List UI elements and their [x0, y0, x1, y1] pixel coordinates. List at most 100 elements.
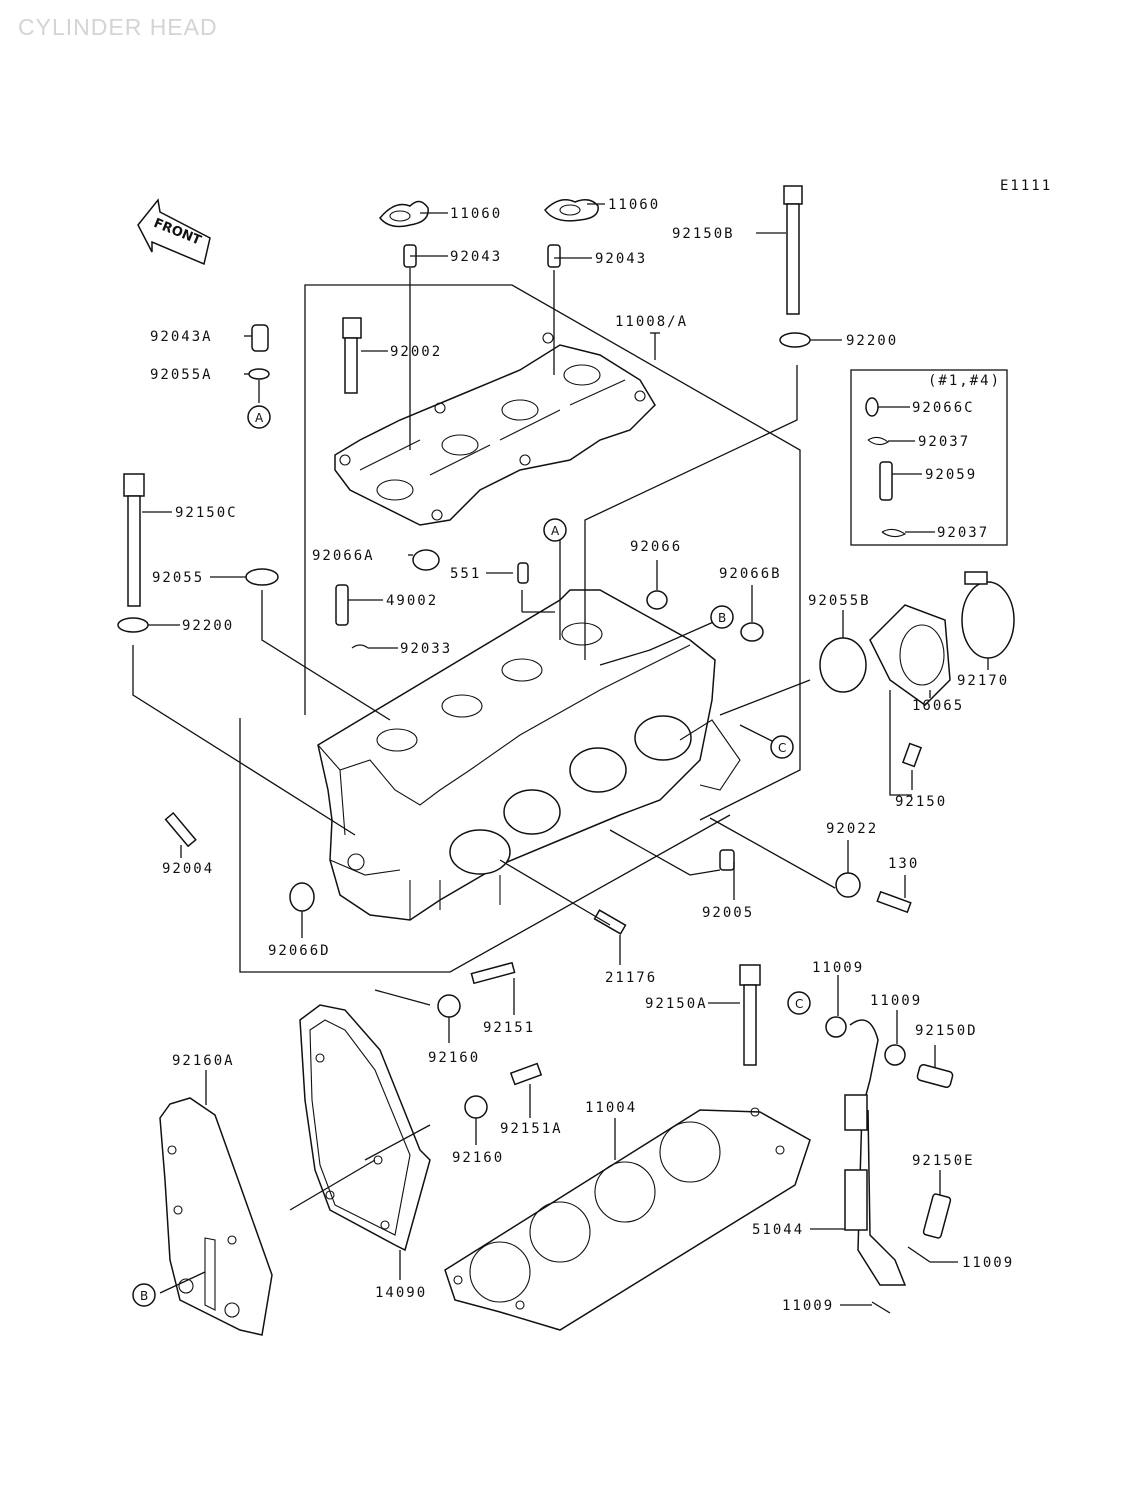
ref-marker-c-2-text: C: [795, 997, 803, 1011]
part-label-92033: 92033: [400, 641, 452, 657]
bolt-92150A: [739, 964, 761, 1066]
part-label-92160-a: 92160: [428, 1050, 480, 1066]
bolt-92151: [470, 961, 516, 985]
ref-marker-a-2: A: [543, 518, 567, 542]
part-label-11009-b: 11009: [870, 993, 922, 1009]
leader-lines: [132, 203, 989, 1306]
part-label-92150: 92150: [895, 794, 947, 810]
o-ring-92055: [245, 568, 279, 586]
plug-92066A: [412, 549, 440, 571]
washer-11009-b: [884, 1044, 906, 1066]
dowel-551: [517, 562, 529, 584]
oil-pipe-51044: [844, 1019, 907, 1286]
fitting-group-box: [850, 369, 1008, 546]
bolt-92150E: [922, 1193, 952, 1239]
plug-92066B: [740, 622, 764, 642]
clip-92037-b: [881, 528, 907, 538]
camshaft-holder-11008A: [334, 332, 656, 526]
part-label-92150B: 92150B: [672, 226, 735, 242]
part-label-92066A: 92066A: [312, 548, 375, 564]
washer-11009-c: [907, 1246, 931, 1263]
part-label-92150A: 92150A: [645, 996, 708, 1012]
front-arrow-icon: FRONT: [137, 198, 211, 266]
part-label-92200-a: 92200: [846, 333, 898, 349]
part-label-51044: 51044: [752, 1222, 804, 1238]
bolt-92150B: [783, 185, 803, 315]
part-label-11060-b: 11060: [608, 197, 660, 213]
cover-14090: [299, 1004, 431, 1252]
ref-marker-c-1-text: C: [778, 741, 786, 755]
bracket-note: (#1,#4): [928, 373, 1001, 389]
part-label-92055B: 92055B: [808, 593, 871, 609]
cylinder-head: [317, 589, 741, 921]
ref-marker-c-2: C: [787, 991, 811, 1015]
part-label-92150D: 92150D: [915, 1023, 978, 1039]
part-label-92059: 92059: [925, 467, 977, 483]
part-label-92043A: 92043A: [150, 329, 213, 345]
bolt-92151A: [509, 1062, 543, 1086]
part-label-11009-a: 11009: [812, 960, 864, 976]
part-label-551: 551: [450, 566, 481, 582]
part-label-49002: 49002: [386, 593, 438, 609]
part-label-11008A: 11008/A: [615, 314, 688, 330]
part-label-92022: 92022: [826, 821, 878, 837]
part-label-92200-b: 92200: [182, 618, 234, 634]
stud-92004: [164, 811, 197, 848]
part-label-11009-d: 11009: [782, 1298, 834, 1314]
part-label-92151A: 92151A: [500, 1121, 563, 1137]
o-ring-92055A: [248, 368, 270, 380]
part-label-92151: 92151: [483, 1020, 535, 1036]
part-label-92066C: 92066C: [912, 400, 975, 416]
grommet-92160-b: [464, 1095, 488, 1119]
diagram-code: E1111: [1000, 178, 1052, 194]
dowel-pin-92043A: [251, 324, 269, 352]
o-ring-92055B: [819, 637, 867, 693]
bolt-130: [876, 890, 912, 914]
washer-11009-a: [825, 1016, 847, 1038]
part-label-92055: 92055: [152, 570, 204, 586]
oil-seal-11060-a: [379, 200, 429, 228]
clamp-92170: [961, 571, 1015, 659]
bolt-92005: [719, 849, 735, 871]
bolt-92002: [342, 317, 362, 394]
fitting-92066C: [865, 397, 879, 417]
bolt-92150D: [916, 1064, 954, 1088]
pipe-92059: [879, 461, 893, 501]
part-label-92170: 92170: [957, 673, 1009, 689]
ref-marker-b-1-text: B: [718, 611, 726, 625]
head-gasket-11004: [444, 1107, 811, 1331]
plug-92066: [646, 590, 668, 610]
bolt-92150C: [123, 473, 145, 607]
holder-16065: [869, 604, 951, 706]
part-label-92055A: 92055A: [150, 367, 213, 383]
part-label-92002: 92002: [390, 344, 442, 360]
ref-marker-c-1: C: [770, 735, 794, 759]
part-label-92037-a: 92037: [918, 434, 970, 450]
part-label-11004: 11004: [585, 1100, 637, 1116]
sensor-21176: [593, 909, 627, 935]
part-label-92066B: 92066B: [719, 566, 782, 582]
part-label-92066: 92066: [630, 539, 682, 555]
washer-92200-b: [117, 617, 149, 633]
washer-11009-d: [871, 1301, 891, 1314]
part-label-92150C: 92150C: [175, 505, 238, 521]
part-label-92043-a: 92043: [450, 249, 502, 265]
dowel-pin-92043-b: [547, 244, 561, 268]
oil-seal-11060-b: [544, 199, 599, 222]
ref-marker-a-1: A: [247, 405, 271, 429]
clip-92037-a: [867, 436, 889, 446]
cover-92160A: [159, 1097, 273, 1336]
grommet-92160-a: [437, 994, 461, 1018]
ref-marker-b-2: B: [132, 1283, 156, 1307]
ref-marker-b-2-text: B: [140, 1289, 148, 1303]
part-label-16065: 16065: [912, 698, 964, 714]
part-label-11009-c: 11009: [962, 1255, 1014, 1271]
valve-guide-49002: [335, 584, 349, 626]
ring-92033: [351, 644, 369, 649]
part-label-14090: 14090: [375, 1285, 427, 1301]
washer-92022: [835, 872, 861, 898]
ref-marker-a-1-text: A: [255, 411, 264, 425]
part-label-92150E: 92150E: [912, 1153, 975, 1169]
ref-marker-b-1: B: [710, 605, 734, 629]
